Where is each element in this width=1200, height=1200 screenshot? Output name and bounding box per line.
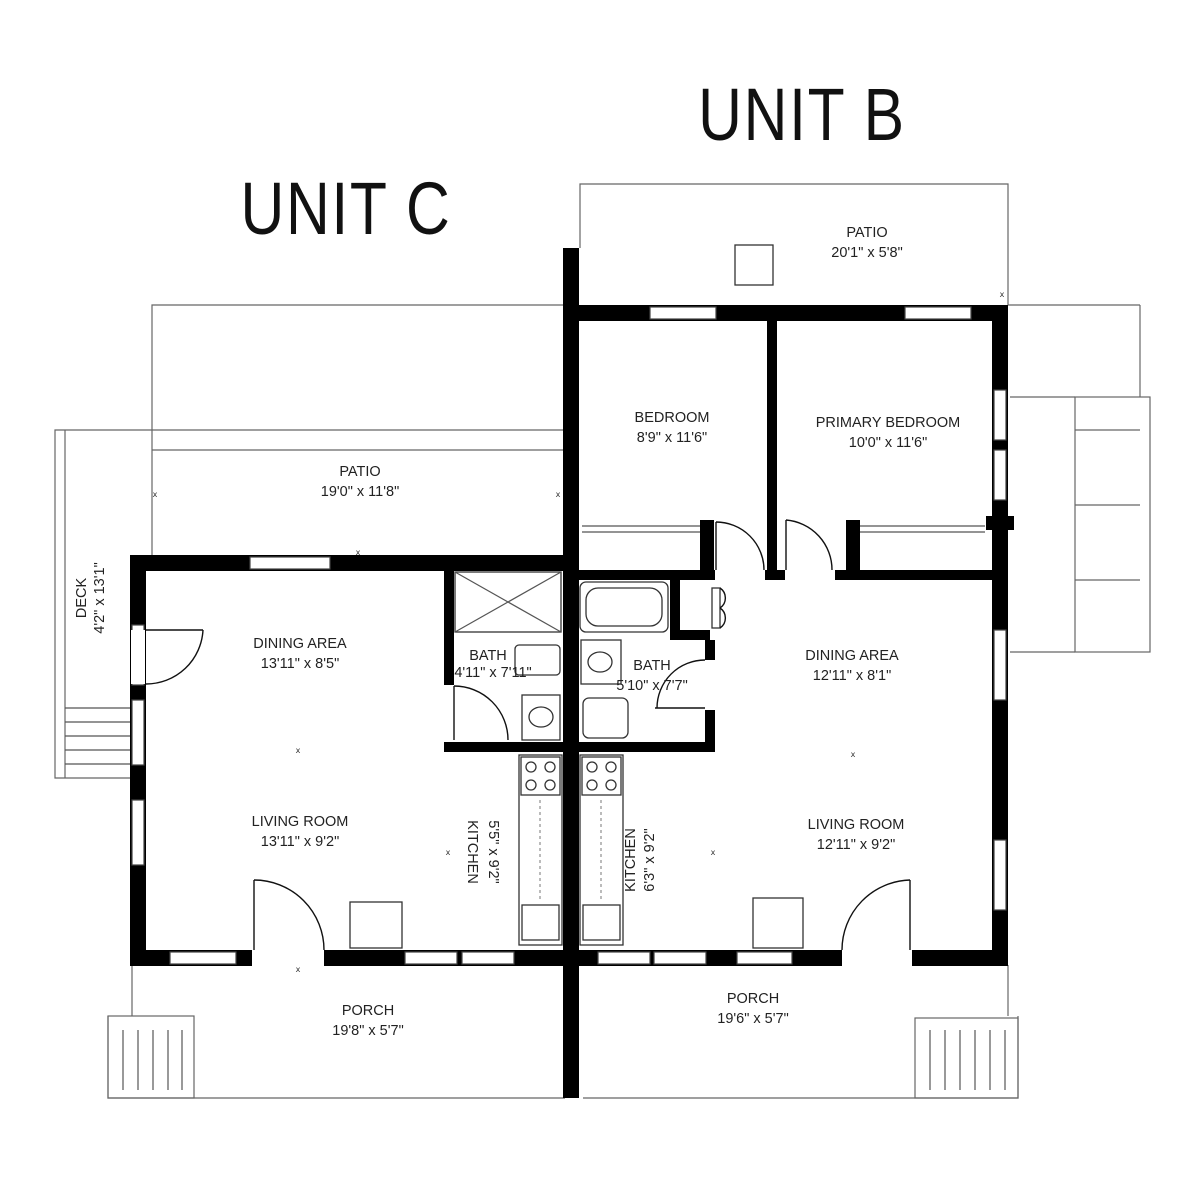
unit-b-bath-size: 5'10" x 7'7" [616, 678, 687, 694]
closets [582, 525, 985, 533]
unit-b-title: UNIT B [698, 74, 906, 156]
unit-b-dining-name: DINING AREA [805, 648, 899, 664]
toilet [582, 697, 629, 739]
unit-c-porch-steps [107, 1015, 195, 1099]
kitchen-sink [582, 904, 621, 941]
unit-c-porch-name: PORCH [342, 1003, 394, 1019]
room-labels: PATIO 20'1" x 5'8" BEDROOM 8'9" x 11'6" … [74, 225, 960, 1039]
unit-b-patio-name: PATIO [846, 225, 887, 241]
unit-c-living-name: LIVING ROOM [252, 814, 349, 830]
deck-outline [54, 429, 152, 779]
unit-b-living-size: 12'11" x 9'2" [817, 837, 895, 853]
bedroom-name: BEDROOM [635, 410, 710, 426]
deck-name: DECK [74, 578, 90, 619]
unit-c-patio-outline [151, 304, 565, 555]
unit-b-porch-size: 19'6" x 5'7" [717, 1011, 788, 1027]
svg-text:x: x [446, 848, 451, 857]
outdoor-outlines [54, 183, 1151, 1099]
unit-b-patio-size: 20'1" x 5'8" [831, 245, 902, 261]
svg-text:x: x [711, 848, 716, 857]
stove [520, 756, 561, 796]
unit-b-porch-outline [583, 1016, 1019, 1099]
unit-c-porch-size: 19'8" x 5'7" [332, 1023, 403, 1039]
deck-size: 4'2" x 13'1" [92, 562, 108, 633]
unit-b-living-name: LIVING ROOM [808, 817, 905, 833]
heater [349, 901, 403, 949]
fixtures [349, 571, 804, 949]
unit-c-kitchen-size: 5'5" x 9'2" [485, 820, 501, 883]
svg-text:x: x [296, 746, 301, 755]
primary-bedroom-name: PRIMARY BEDROOM [816, 415, 961, 431]
sink-vanity [521, 694, 561, 741]
unit-c-patio-size: 19'0" x 11'8" [321, 484, 399, 500]
unit-c-living-size: 13'11" x 9'2" [261, 834, 339, 850]
doors [131, 519, 912, 966]
svg-text:x: x [851, 750, 856, 759]
unit-b-patio-outline [579, 183, 1009, 305]
unit-b-porch-name: PORCH [727, 991, 779, 1007]
deck-stairs [65, 707, 130, 765]
svg-text:x: x [153, 490, 158, 499]
svg-text:x: x [556, 490, 561, 499]
svg-text:x: x [1000, 290, 1005, 299]
svg-text:x: x [296, 965, 301, 974]
svg-text:x: x [356, 548, 361, 557]
unit-c-patio-name: PATIO [339, 464, 380, 480]
party-wall [563, 248, 579, 1098]
patio-planter [734, 244, 774, 286]
primary-bedroom-size: 10'0" x 11'6" [849, 435, 927, 451]
kitchen-sink [521, 904, 560, 941]
dimension-marks: x x x x x x x x x [153, 290, 1005, 974]
unit-c-dining-size: 13'11" x 8'5" [261, 656, 339, 672]
unit-b-kitchen-size: 6'3" x 9'2" [642, 828, 658, 891]
unit-c-dining-name: DINING AREA [253, 636, 347, 652]
unit-b-porch-steps [914, 1017, 1019, 1099]
unit-c-bath-name: BATH [469, 648, 507, 664]
toilet [514, 644, 561, 676]
unit-b-bath-name: BATH [633, 658, 671, 674]
stove [581, 756, 622, 796]
unit-b-side-stair [1074, 396, 1151, 653]
unit-b-dining-size: 12'11" x 8'1" [813, 668, 891, 684]
unit-c-title: UNIT C [241, 168, 452, 250]
bedroom-size: 8'9" x 11'6" [637, 430, 707, 446]
heater [752, 897, 804, 949]
unit-c-bath-size: 4'11" x 7'11" [454, 665, 531, 681]
unit-b-kitchen-name: KITCHEN [623, 828, 639, 892]
unit-c-kitchen-name: KITCHEN [464, 820, 480, 884]
